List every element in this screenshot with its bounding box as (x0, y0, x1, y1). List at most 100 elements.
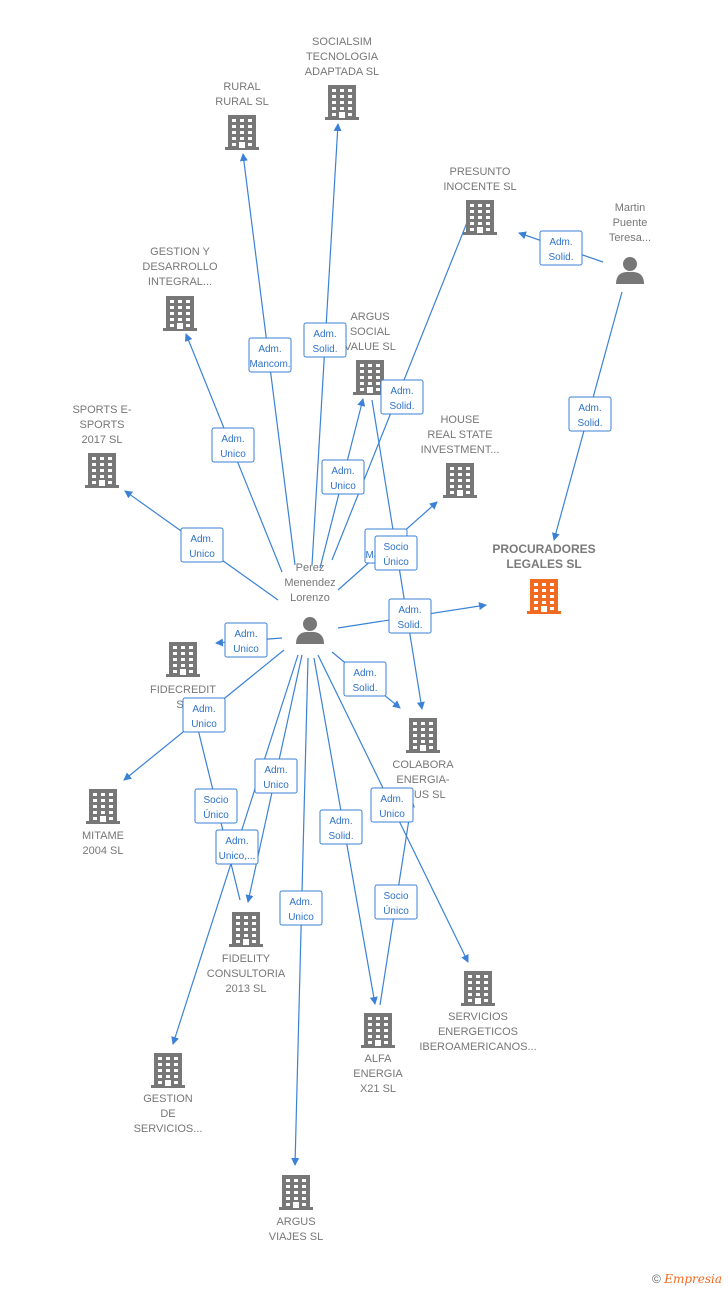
node-label-line: INVESTMENT... (421, 444, 500, 456)
edge-labels-layer: Adm.Solid.Adm.Mancom.Adm.UnicoAdm.UnicoA… (180, 230, 612, 926)
edge-label[interactable]: Adm.Unico (180, 527, 224, 563)
building-icon[interactable] (86, 789, 120, 824)
edge-label[interactable]: Adm.Unico (211, 427, 255, 463)
edge-label-box (343, 661, 387, 697)
edge-label[interactable]: Adm. Unico (224, 622, 268, 658)
building-icon[interactable] (325, 85, 359, 120)
edge-label-text: Unico,... (219, 851, 256, 862)
edge-label-box (211, 427, 255, 463)
edge-label-box (182, 697, 226, 733)
edge-label-text: Adm. (398, 605, 421, 616)
node-label-line: INOCENTE SL (443, 181, 516, 193)
node-label-line: 2017 SL (82, 434, 123, 446)
node-label-line: RURAL SL (215, 96, 268, 108)
building-icon[interactable] (353, 360, 387, 395)
node-label-line: VALUE SL (344, 341, 396, 353)
edge-label[interactable]: Adm.Solid. (539, 230, 583, 266)
edge-label[interactable]: Adm.Solid. (343, 661, 387, 697)
edge-label-text: Adm. (549, 237, 572, 248)
node-label-line: ARGUS (350, 311, 389, 323)
node-label-line: TECNOLOGIA (306, 51, 379, 63)
edge-label-text: Adm. (289, 897, 312, 908)
node-label[interactable]: GESTION YDESARROLLOINTEGRAL... (142, 246, 218, 288)
edge-label[interactable]: Adm.Solid. (319, 809, 363, 845)
building-icon[interactable] (443, 463, 477, 498)
edge-label[interactable]: Adm. Unico,... (215, 829, 259, 865)
edge-label-text: Único (203, 808, 229, 821)
person-icon[interactable] (616, 257, 644, 284)
node-label-line: SOCIALSIM (312, 36, 372, 48)
edge-label-text: Adm. (225, 836, 248, 847)
edge-label[interactable]: Adm.Solid. (568, 396, 612, 432)
building-icon[interactable] (463, 200, 497, 235)
edge-label-text: Unico (233, 644, 259, 655)
edge-label-text: Adm. (331, 466, 354, 477)
edge-label-box (248, 337, 292, 373)
edge-label-box (215, 829, 259, 865)
edge-label-text: Solid. (328, 831, 353, 842)
edge-label[interactable]: Adm.Unico (254, 758, 298, 794)
edge-label[interactable]: Adm.Unico (370, 787, 414, 823)
node-label-line: PROCURADORES (492, 542, 595, 556)
edge-label-box (380, 379, 424, 415)
node-label[interactable]: MartinPuenteTeresa... (609, 202, 651, 244)
edge-label-box (374, 535, 418, 571)
edge-label-box (194, 788, 238, 824)
building-icon[interactable] (85, 453, 119, 488)
edge-label-text: Adm. (313, 329, 336, 340)
node-label-line: FIDECREDIT (150, 684, 216, 696)
building-icon[interactable] (461, 971, 495, 1006)
node-label[interactable]: GESTIONDESERVICIOS... (134, 1093, 203, 1135)
building-icon[interactable] (166, 642, 200, 677)
edge-label-text: Mancom. (249, 359, 290, 370)
node-label-line: LEGALES SL (506, 557, 581, 571)
node-label-line: SERVICIOS... (134, 1123, 203, 1135)
brand-logo-text: Empresia (664, 1272, 722, 1286)
building-icon[interactable] (406, 718, 440, 753)
person-icon[interactable] (296, 617, 324, 644)
node-label-line: X21 SL (360, 1083, 396, 1095)
building-icon[interactable] (527, 579, 561, 614)
edge-label[interactable]: Adm.Mancom. (248, 337, 292, 373)
node-label-line: ENERGETICOS (438, 1026, 518, 1038)
node-label[interactable]: SERVICIOSENERGETICOSIBEROAMERICANOS... (419, 1011, 536, 1053)
node-label-line: INTEGRAL... (148, 276, 212, 288)
node-label-line: 2004 SL (83, 845, 124, 857)
building-icon[interactable] (279, 1175, 313, 1210)
edge-label-box (224, 622, 268, 658)
edge-label-text: Solid. (397, 620, 422, 631)
edge-label-text: Adm. (353, 668, 376, 679)
edge-label-text: Adm. (234, 629, 257, 640)
edge-label[interactable]: Adm.Unico (182, 697, 226, 733)
building-icon[interactable] (225, 115, 259, 150)
node-label-line: GESTION Y (150, 246, 210, 258)
building-icon[interactable] (361, 1013, 395, 1048)
edge-label[interactable]: Adm. Unico (321, 459, 365, 495)
edge-label-text: Unico (330, 481, 356, 492)
building-icon[interactable] (229, 912, 263, 947)
edge-label-text: Único (383, 904, 409, 917)
edge-label[interactable]: Adm.Solid. (303, 322, 347, 358)
building-icon[interactable] (151, 1053, 185, 1088)
node-label-line: FIDELITY (222, 953, 271, 965)
edge-label[interactable]: Adm.Solid. (380, 379, 424, 415)
building-icon[interactable] (163, 296, 197, 331)
edge-label[interactable]: Adm.Unico (279, 890, 323, 926)
edge-label[interactable]: Adm. Solid. (388, 598, 432, 634)
